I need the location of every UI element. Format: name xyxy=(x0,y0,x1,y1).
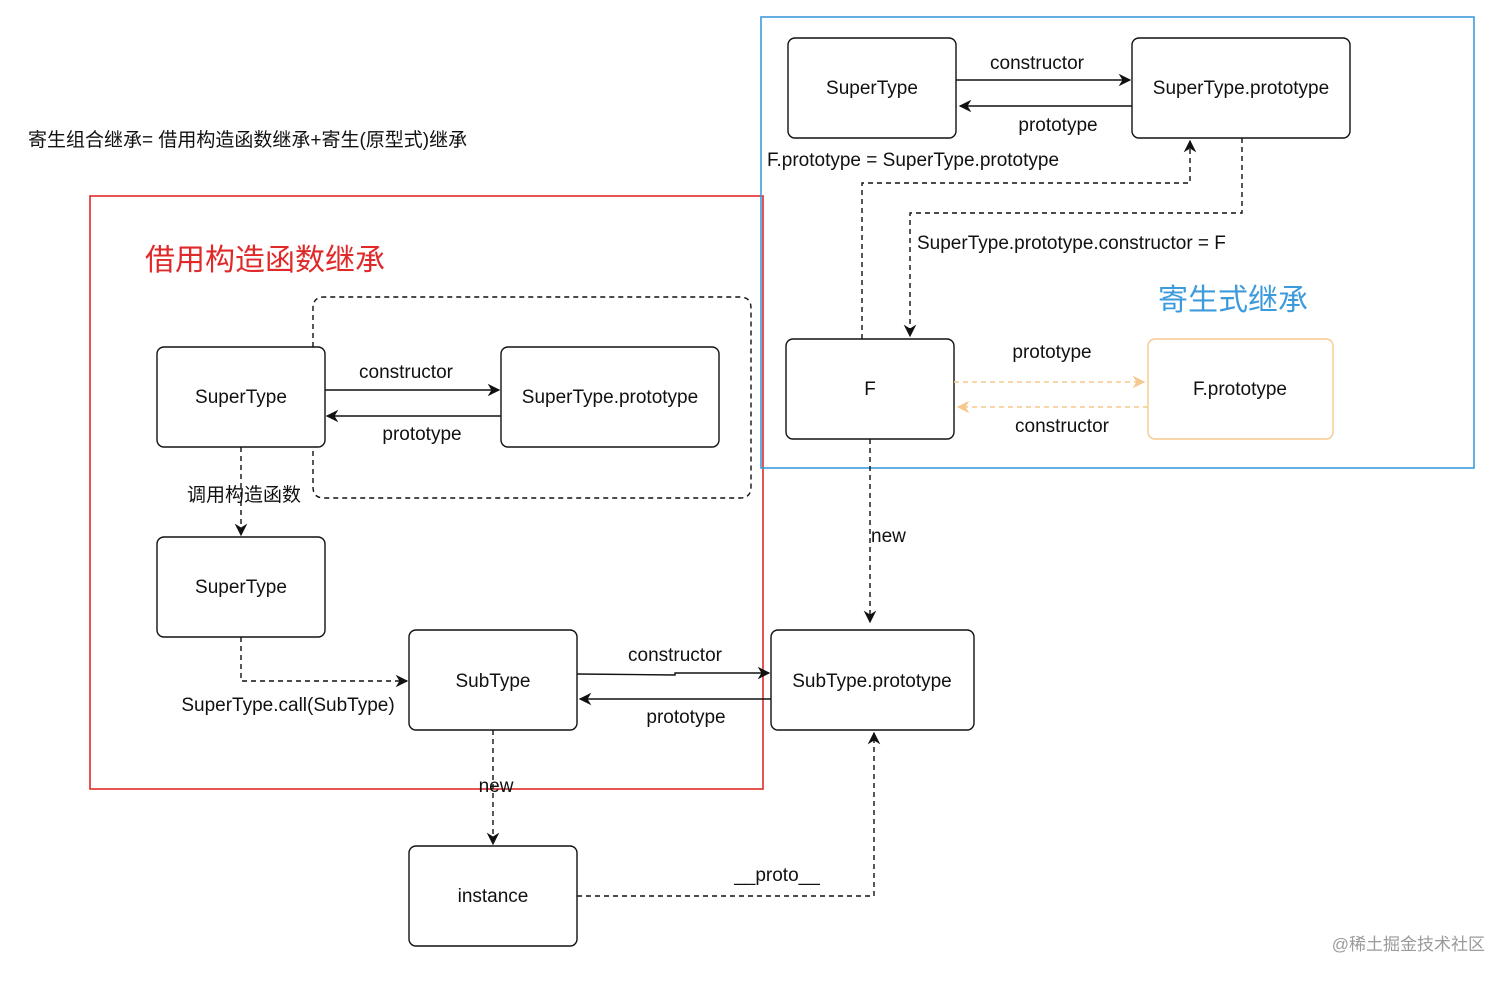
edge-label-new-f: new xyxy=(871,526,906,547)
label-supertype-top: SuperType xyxy=(826,78,918,99)
edge-label-call-ctor: 调用构造函数 xyxy=(187,484,301,506)
edge-label-dunder-proto: __proto__ xyxy=(733,865,820,886)
node-supertype-proto-a xyxy=(500,346,720,448)
watermark: @稀土掘金技术社区 xyxy=(1332,935,1485,954)
label-f: F xyxy=(864,379,876,400)
edge-label-ctor-sub: constructor xyxy=(628,645,723,666)
edge-label-proto-top: prototype xyxy=(1018,115,1097,136)
edge-ctor-sub xyxy=(576,666,771,680)
label-instance: instance xyxy=(458,886,529,907)
edge-label-ctor-a: constructor xyxy=(359,362,454,383)
edge-label-proto-a: prototype xyxy=(382,424,461,445)
edge-label-super-call: SuperType.call(SubType) xyxy=(181,695,394,716)
borrow-region-title: 借用构造函数继承 xyxy=(145,244,385,277)
label-f-proto: F.prototype xyxy=(1193,379,1287,400)
edge-dunder-proto xyxy=(577,731,881,897)
label-supertype-proto-a: SuperType.prototype xyxy=(522,387,698,408)
label-supertype-proto-top: SuperType.prototype xyxy=(1153,78,1329,99)
supertype-group-dashed-frame xyxy=(312,296,752,499)
node-subtype-proto xyxy=(770,629,975,731)
edge-super-call xyxy=(240,637,409,688)
borrow-region-frame xyxy=(89,195,764,790)
label-supertype-a: SuperType xyxy=(195,387,287,408)
edge-f-proto-assign xyxy=(861,139,1197,339)
edge-ctor-assign xyxy=(903,138,1243,338)
edge-label-f-proto-edge: prototype xyxy=(1012,342,1091,363)
parasitic-region-title: 寄生式继承 xyxy=(1158,284,1308,317)
label-supertype-b: SuperType xyxy=(195,577,287,598)
node-f-proto xyxy=(1147,338,1334,440)
edge-label-ctor-assign: SuperType.prototype.constructor = F xyxy=(917,233,1226,254)
edge-label-new-sub: new xyxy=(479,776,514,797)
node-supertype-top xyxy=(787,37,957,139)
parasitic-region-frame xyxy=(760,16,1475,469)
edge-label-proto-sub: prototype xyxy=(646,707,725,728)
edge-label-f-proto-assign: F.prototype = SuperType.prototype xyxy=(767,150,1059,171)
edge-label-f-ctor-edge: constructor xyxy=(1015,416,1110,437)
node-supertype-proto-top xyxy=(1131,37,1351,139)
label-subtype: SubType xyxy=(456,671,531,692)
formula-heading: 寄生组合继承= 借用构造函数继承+寄生(原型式)继承 xyxy=(28,129,467,151)
edge-label-ctor-top: constructor xyxy=(990,53,1085,74)
label-subtype-proto: SubType.prototype xyxy=(792,671,952,692)
